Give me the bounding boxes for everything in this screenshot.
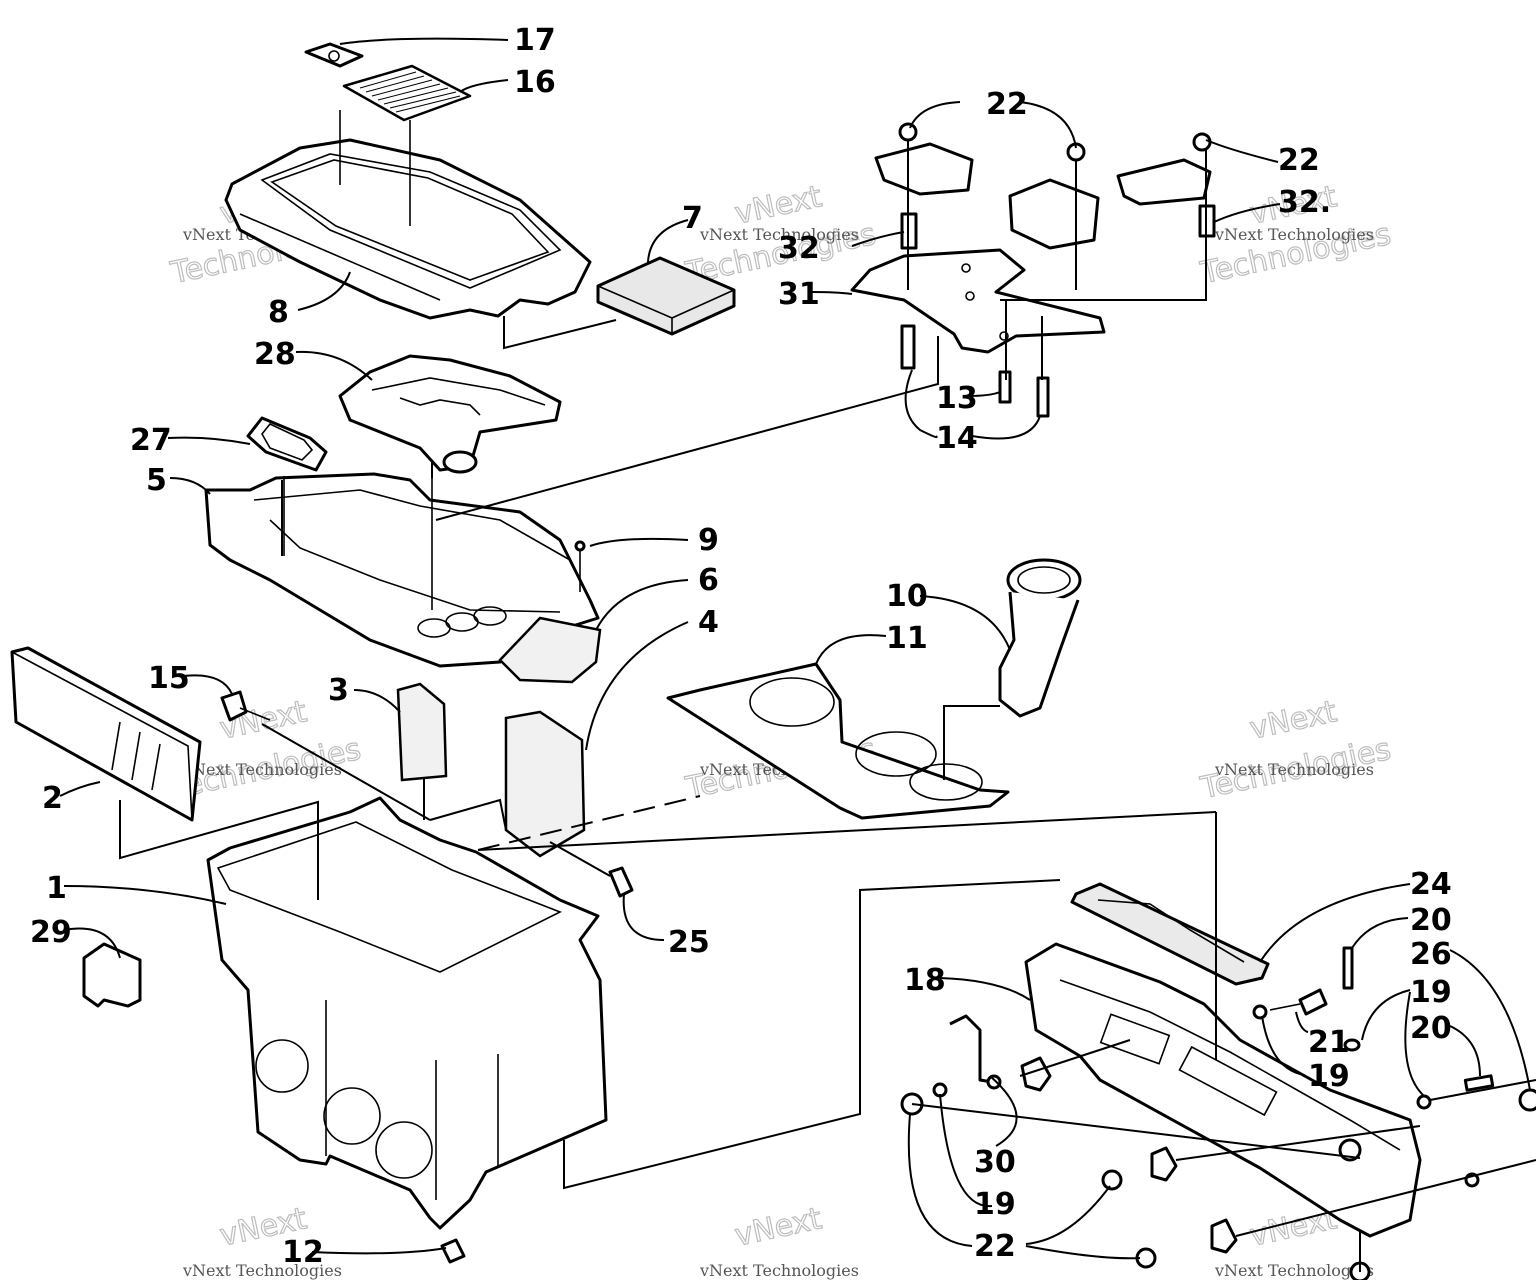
callout-30: 30	[974, 1145, 1016, 1180]
callout-6: 6	[698, 563, 719, 598]
callout-13: 13	[936, 381, 978, 416]
callout-10: 10	[886, 579, 928, 614]
callout-7: 7	[682, 201, 703, 236]
callout-31: 31	[778, 277, 820, 312]
callout-19-right: 19	[1410, 975, 1452, 1010]
callout-28: 28	[254, 337, 296, 372]
callout-1: 1	[46, 871, 67, 906]
watermark-text: vNext Technologies	[1214, 760, 1374, 779]
part-15-screw	[220, 690, 271, 722]
callout-27: 27	[130, 423, 172, 458]
callout-32-right: 32.	[1278, 185, 1331, 220]
callout-8: 8	[268, 295, 289, 330]
part-3-foam	[396, 682, 448, 782]
callout-29: 29	[30, 915, 72, 950]
part-29-clip	[82, 942, 142, 1008]
part-22-ignition-coils	[874, 122, 1212, 250]
watermark-text: vNext Technologies	[182, 1261, 342, 1280]
callout-24: 24	[1410, 867, 1452, 902]
callout-11: 11	[886, 621, 928, 656]
part-16-decal	[342, 64, 472, 122]
callout-15: 15	[148, 661, 190, 696]
callout-17: 17	[514, 23, 556, 58]
callout-2: 2	[42, 781, 63, 816]
watermark-text: vNext Technologies	[182, 760, 342, 779]
callout-21: 21	[1308, 1025, 1350, 1060]
part-19-20-21-26-30-hardware	[900, 946, 1536, 1280]
part-10-intake-elbow	[998, 558, 1082, 718]
callout-12: 12	[282, 1235, 324, 1270]
part-11-gasket-plate	[666, 662, 1010, 820]
watermark-text: vNext Technologies	[699, 225, 859, 244]
watermark-logo: vNext	[732, 179, 825, 232]
part-8-airbox-lid	[224, 110, 592, 320]
callout-22-lower: 22	[974, 1229, 1016, 1264]
part-6-foam	[498, 616, 602, 684]
part-9-screw	[574, 540, 586, 592]
callout-3: 3	[328, 673, 349, 708]
callout-20-top: 20	[1410, 903, 1452, 938]
part-12-fitting	[440, 1238, 466, 1264]
watermark-text: vNext Technologies	[699, 1261, 859, 1280]
callout-18: 18	[904, 963, 946, 998]
callout-26: 26	[1410, 937, 1452, 972]
part-25-plug	[608, 866, 634, 898]
part-28-intake-silencer	[338, 354, 562, 474]
part-1-airbox-housing	[206, 796, 608, 1230]
watermark-text: vNext Technologies	[1214, 1261, 1374, 1280]
watermark-text: vNext Technologies	[1214, 225, 1374, 244]
callout-19-mid: 19	[1308, 1059, 1350, 1094]
leader-lines	[59, 37, 1536, 1272]
callout-19-lower: 19	[974, 1187, 1016, 1222]
part-7-filter-pad	[596, 256, 736, 336]
part-5-airbox-base	[204, 472, 600, 668]
callout-14: 14	[936, 421, 978, 456]
callout-5: 5	[146, 463, 167, 498]
callout-32-left: 32	[778, 231, 820, 266]
callout-20-right: 20	[1410, 1011, 1452, 1046]
callout-labels: 17 16 7 8 28 27 5 9 6 4 15 3 2 1 29 25 1…	[30, 23, 1452, 1270]
callout-9: 9	[698, 523, 719, 558]
watermark-logo: vNext	[1247, 694, 1340, 747]
part-18-chassis-rail	[1024, 942, 1422, 1238]
part-17-tag	[304, 42, 364, 68]
watermark-logo: vNext	[732, 1201, 825, 1254]
callout-4: 4	[698, 605, 719, 640]
part-2-foam-strip	[10, 646, 202, 822]
callout-25: 25	[668, 925, 710, 960]
callout-22-right: 22	[1278, 143, 1320, 178]
callout-22-top: 22	[986, 87, 1028, 122]
part-27-grommet	[246, 416, 328, 472]
callout-16: 16	[514, 65, 556, 100]
